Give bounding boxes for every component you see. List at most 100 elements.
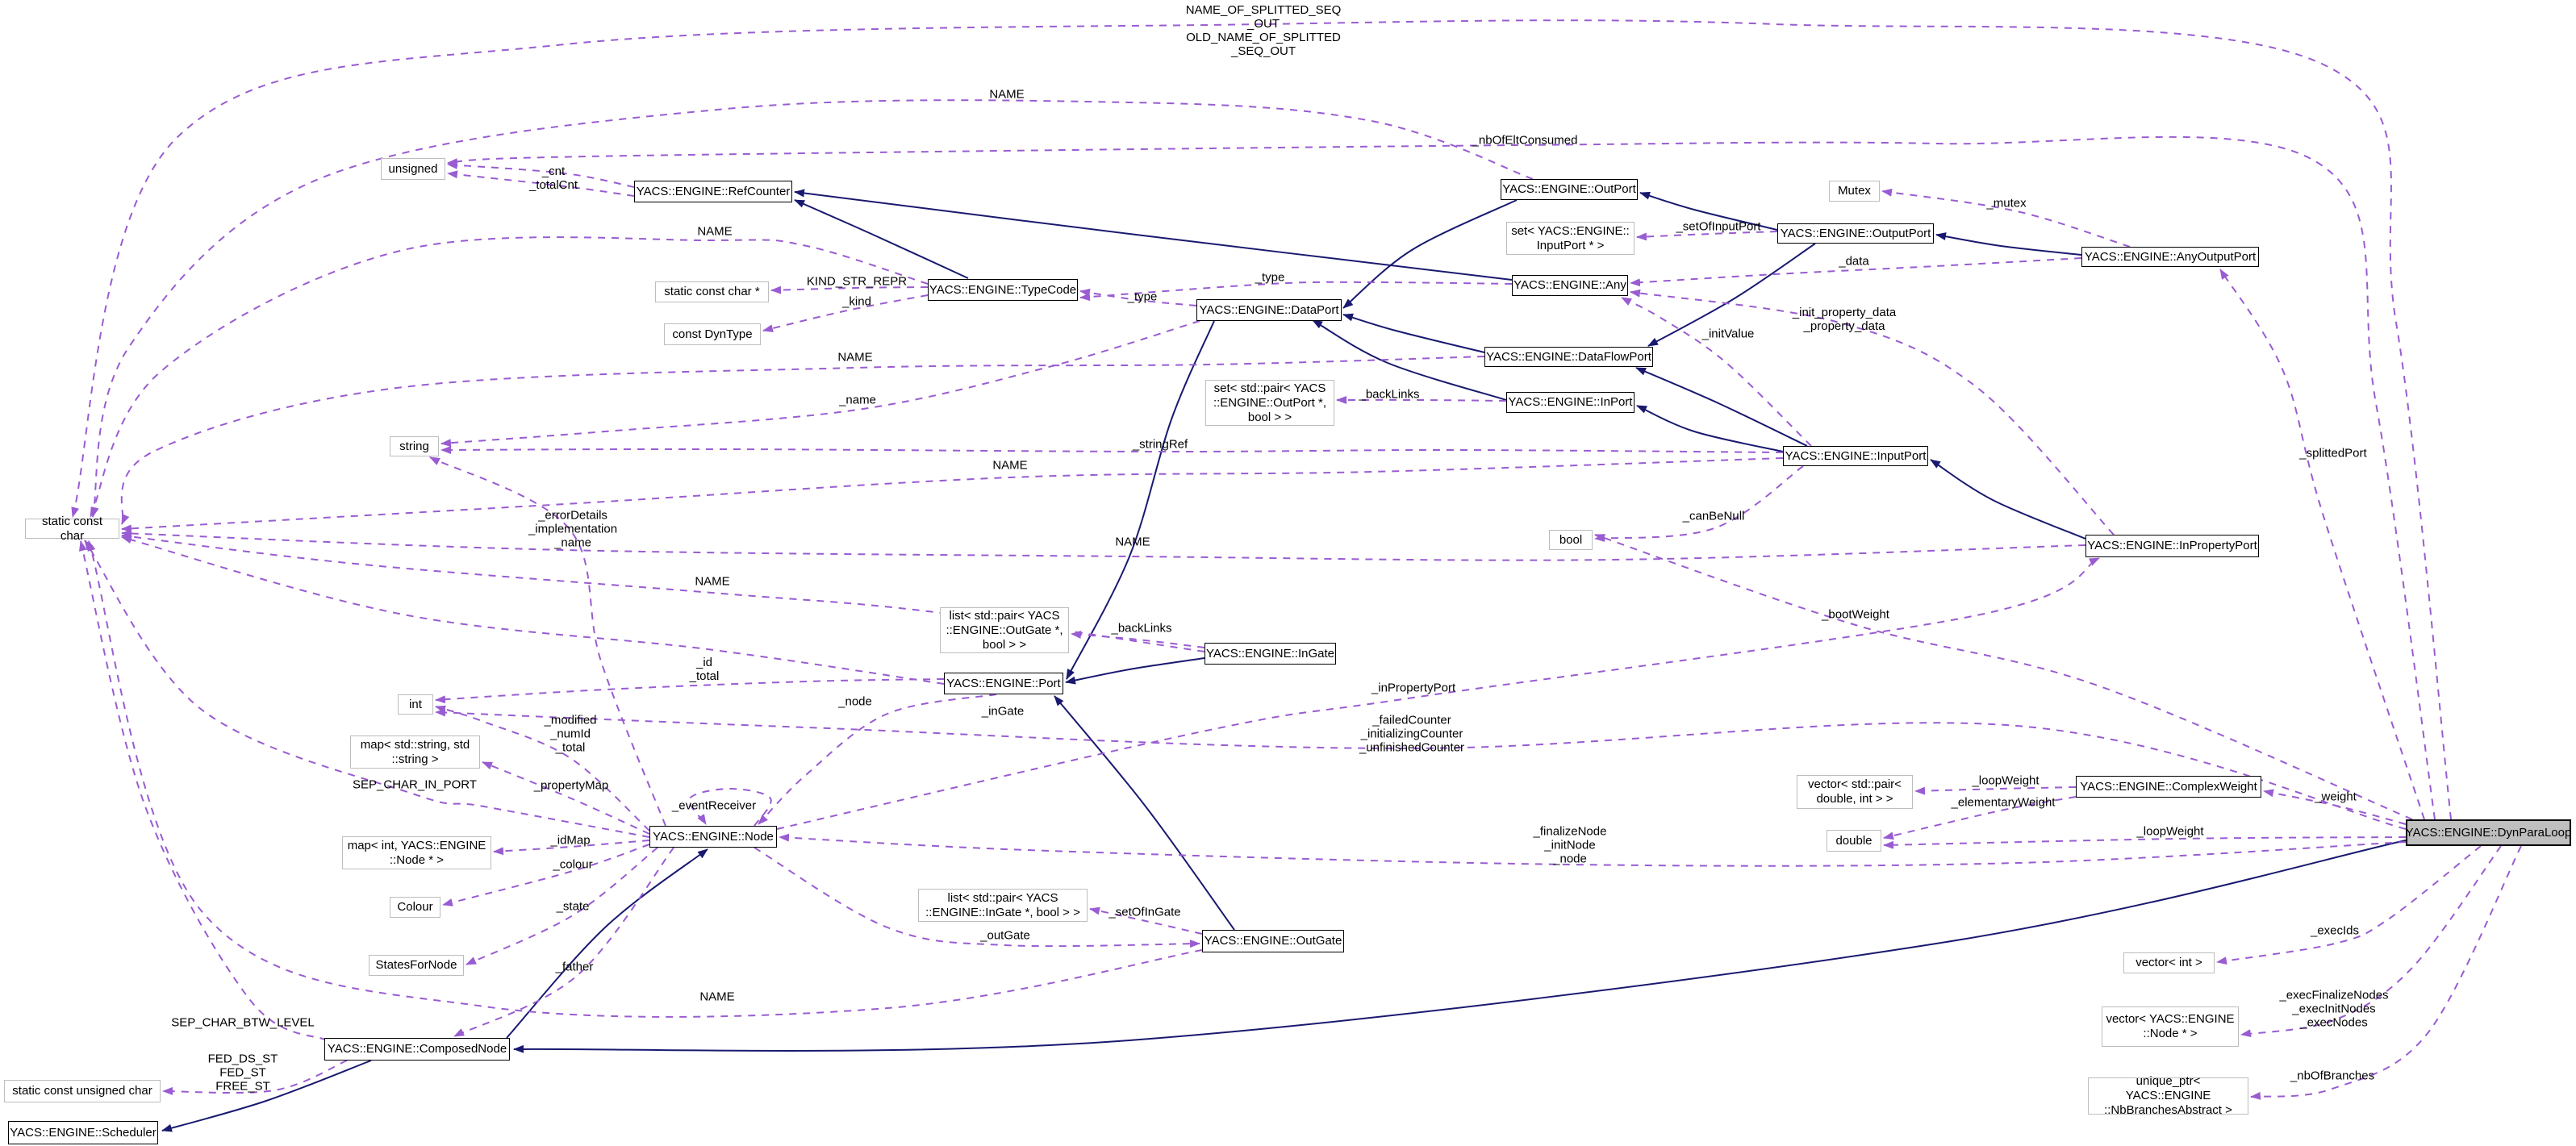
edge-label: _father (555, 960, 594, 974)
edge-dashed-63 (87, 540, 1203, 1018)
class-node-scheduler[interactable]: YACS::ENGINE::Scheduler (8, 1121, 158, 1144)
class-node-colour: Colour (390, 897, 440, 918)
edge-label: NAME (695, 574, 730, 589)
edge-label: _splittedPort (2299, 446, 2367, 460)
edge-dashed-50 (482, 761, 650, 835)
edge-dashed-42 (1594, 534, 2413, 820)
edge-dashed-47 (776, 557, 2100, 830)
edge-label: _inPropertyPort (1371, 681, 1456, 695)
class-node-dataflowport[interactable]: YACS::ENGINE::DataFlowPort (1484, 347, 1653, 367)
edge-dashed-34 (440, 320, 1200, 448)
class-node-const-dyntype: const DynType (664, 323, 761, 345)
class-node-unique-ptr-nbbranches: unique_ptr< YACS::ENGINE ::NbBranchesAbs… (2088, 1074, 2248, 1117)
class-node-map-string-string: map< std::string, std ::string > (350, 736, 480, 769)
edge-dashed-19 (447, 135, 2436, 820)
edge-label: _data (1839, 254, 1869, 269)
edge-label: _colour (553, 857, 593, 872)
edge-solid-15 (513, 840, 2407, 1053)
edge-dashed-53 (1883, 796, 2077, 840)
class-node-dynparaloop[interactable]: YACS::ENGINE::DynParaLoop (2406, 819, 2571, 846)
class-node-inport[interactable]: YACS::ENGINE::InPort (1506, 392, 1635, 413)
edge-dashed-45 (758, 694, 997, 825)
edge-dashed-38 (121, 529, 2086, 561)
class-node-composednode[interactable]: YACS::ENGINE::ComposedNode (324, 1038, 510, 1061)
class-node-port[interactable]: YACS::ENGINE::Port (944, 673, 1063, 694)
edge-label: NAME (992, 458, 1028, 473)
edge-label: _type (1127, 290, 1158, 304)
edge-dashed-22 (90, 236, 929, 518)
class-node-outgate[interactable]: YACS::ENGINE::OutGate (1202, 930, 1344, 952)
class-node-vector-int: vector< int > (2123, 952, 2215, 973)
edge-label: _state (556, 899, 590, 914)
edge-label: NAME (837, 350, 873, 365)
edge-dashed-33 (120, 356, 1485, 525)
edge-label: _failedCounter _initializingCounter _unf… (1359, 713, 1465, 755)
edge-label: _outGate (980, 928, 1030, 943)
edge-label: _inGate (981, 704, 1025, 719)
edge-dashed-58 (442, 844, 650, 906)
class-node-list-pair-outgate: list< std::pair< YACS ::ENGINE::OutGate … (940, 607, 1069, 653)
edge-label: SEP_CHAR_BTW_LEVEL (171, 1015, 315, 1030)
edge-label: _loopWeight (2136, 824, 2204, 839)
edge-dashed-52 (1914, 786, 2077, 795)
class-node-vector-node: vector< YACS::ENGINE ::Node * > (2102, 1006, 2239, 1047)
class-node-vector-pair-double-int: vector< std::pair< double, int > > (1797, 775, 1913, 809)
class-node-node[interactable]: YACS::ENGINE::Node (649, 826, 777, 848)
edge-label: _errorDetails _implementation _name (528, 508, 618, 550)
edge-label: NAME (989, 87, 1025, 102)
edge-dashed-28 (1881, 188, 2131, 248)
edge-dashed-37 (1594, 465, 1804, 542)
class-node-int: int (398, 694, 433, 715)
edge-dashed-67 (78, 540, 328, 1041)
edge-label: _backLinks (1111, 621, 1172, 636)
edge-dashed-25 (1079, 288, 1197, 306)
edge-solid-0 (1342, 199, 1518, 309)
edge-label: _nbOfEltConsumed (1472, 133, 1578, 148)
class-node-any[interactable]: YACS::ENGINE::Any (1512, 275, 1628, 296)
class-node-ingate[interactable]: YACS::ENGINE::InGate (1204, 643, 1336, 665)
class-node-inputport[interactable]: YACS::ENGINE::InputPort (1783, 446, 1928, 466)
edge-dashed-29 (1630, 257, 2082, 287)
edge-label: _bootWeight (1822, 607, 1889, 622)
edge-solid-6 (1647, 243, 1816, 347)
edge-dashed-65 (2240, 845, 2502, 1038)
edge-label: _elementaryWeight (1951, 795, 2056, 810)
edge-label: _node (838, 694, 872, 709)
class-node-anyoutputport[interactable]: YACS::ENGINE::AnyOutputPort (2081, 247, 2259, 267)
edge-dashed-24 (762, 294, 929, 333)
class-node-refcounter[interactable]: YACS::ENGINE::RefCounter (634, 181, 792, 202)
edge-dashed-48 (435, 708, 2407, 830)
edge-label: _setOfInGate (1108, 905, 1181, 919)
edge-dashed-26 (1079, 281, 1513, 302)
edge-dashed-27 (1636, 231, 1778, 241)
edge-dashed-23 (770, 285, 929, 294)
edge-solid-4 (794, 199, 969, 279)
edge-label: KIND_STR_REPR (806, 274, 908, 289)
edge-dashed-66 (2250, 845, 2522, 1100)
edge-dashed-61 (1089, 906, 1203, 935)
edge-dashed-57 (493, 840, 650, 856)
edge-label: _initValue (1701, 327, 1755, 341)
class-node-mutex: Mutex (1829, 181, 1880, 202)
class-node-typecode[interactable]: YACS::ENGINE::TypeCode (928, 279, 1078, 301)
edge-solid-10 (1930, 459, 2086, 540)
class-node-static-const-unsigned-char: static const unsigned char (4, 1080, 161, 1102)
edge-solid-11 (1066, 320, 1215, 680)
edge-label: _kind (842, 294, 871, 309)
edge-label: NAME (697, 224, 733, 239)
edge-solid-13 (1054, 695, 1235, 931)
class-node-dataport[interactable]: YACS::ENGINE::DataPort (1196, 299, 1342, 321)
edge-dashed-32 (1336, 395, 1507, 404)
edge-dashed-62 (754, 847, 1200, 948)
class-node-outport[interactable]: YACS::ENGINE::OutPort (1501, 179, 1638, 200)
edge-dashed-49 (84, 540, 650, 838)
edge-solid-9 (1935, 232, 2082, 256)
edge-label: _loopWeight (1972, 773, 2040, 788)
edge-dashed-64 (2216, 845, 2482, 965)
class-node-outputport[interactable]: YACS::ENGINE::OutputPort (1777, 223, 1934, 244)
edge-label: _propertyMap (533, 778, 609, 793)
class-node-complexweight[interactable]: YACS::ENGINE::ComplexWeight (2076, 776, 2261, 798)
class-node-inpropertyport[interactable]: YACS::ENGINE::InPropertyPort (2085, 535, 2259, 557)
